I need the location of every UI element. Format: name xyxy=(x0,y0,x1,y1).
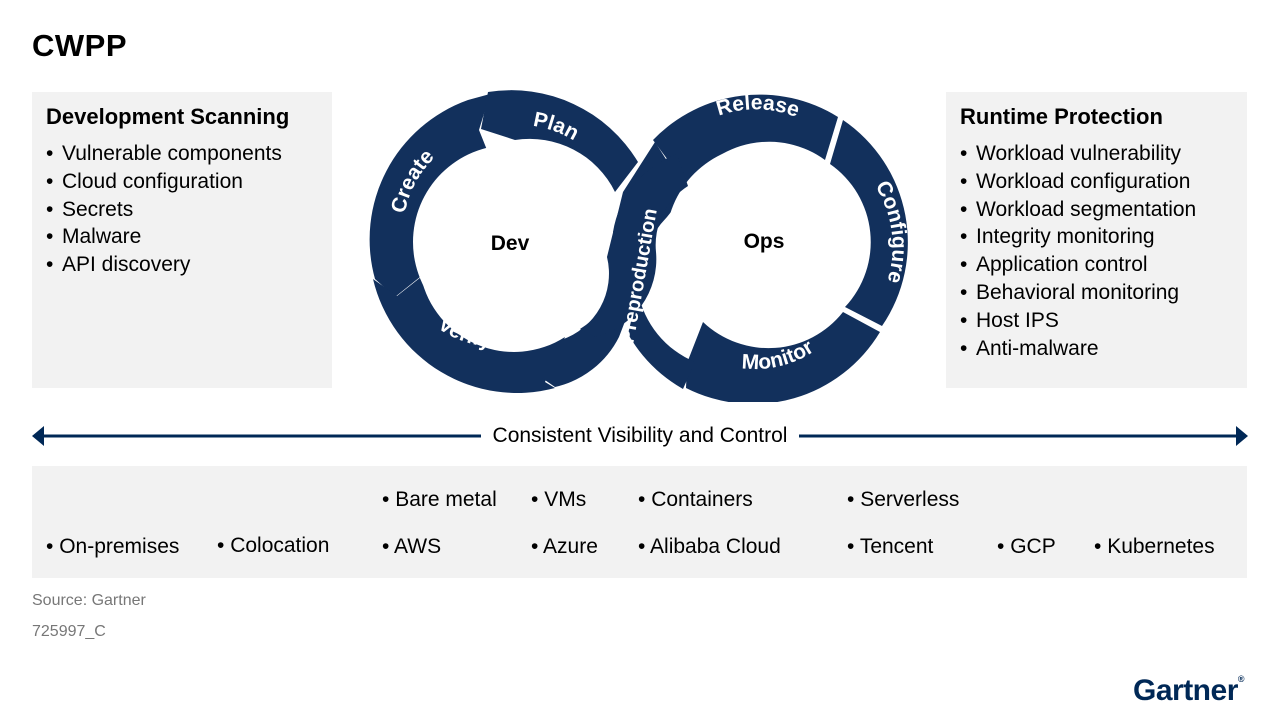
list-item: Workload configuration xyxy=(960,168,1233,196)
release-segment xyxy=(653,94,838,187)
list-item: Secrets xyxy=(46,196,318,224)
list-item: Cloud configuration xyxy=(46,168,318,196)
env-on-premises: On-premises xyxy=(46,534,179,560)
list-item: Malware xyxy=(46,223,318,251)
list-item: API discovery xyxy=(46,251,318,279)
gartner-logo-text: Gartner xyxy=(1133,674,1238,707)
monitor-segment xyxy=(686,312,880,402)
list-item: Integrity monitoring xyxy=(960,223,1233,251)
env-serverless: Serverless xyxy=(847,487,959,513)
env-tencent: Tencent xyxy=(847,534,934,560)
list-item: Workload vulnerability xyxy=(960,140,1233,168)
env-gcp: GCP xyxy=(997,534,1056,560)
env-aws: AWS xyxy=(382,534,441,560)
development-scanning-panel: Development Scanning Vulnerable componen… xyxy=(32,92,332,388)
ops-inner-circle xyxy=(666,145,860,339)
env-colocation: Colocation xyxy=(217,533,329,559)
env-kubernetes: Kubernetes xyxy=(1094,534,1214,560)
list-item: Workload segmentation xyxy=(960,196,1233,224)
list-item: Anti-malware xyxy=(960,335,1233,363)
env-alibaba-cloud: Alibaba Cloud xyxy=(638,534,781,560)
development-scanning-list: Vulnerable components Cloud configuratio… xyxy=(46,140,318,279)
development-scanning-heading: Development Scanning xyxy=(46,104,290,129)
env-containers: Containers xyxy=(638,487,753,513)
deployment-environments-panel: On-premises Colocation Bare metal AWS VM… xyxy=(32,466,1247,578)
visibility-arrow: Consistent Visibility and Control xyxy=(32,420,1248,452)
list-item: Application control xyxy=(960,251,1233,279)
runtime-protection-panel: Runtime Protection Workload vulnerabilit… xyxy=(946,92,1247,388)
env-bare-metal: Bare metal xyxy=(382,487,497,513)
dev-inner-circle xyxy=(413,145,607,339)
env-azure: Azure xyxy=(531,534,598,560)
list-item: Host IPS xyxy=(960,307,1233,335)
devops-cycle-diagram: Create Plan Verify Preproduction Release… xyxy=(369,90,911,402)
list-item: Behavioral monitoring xyxy=(960,279,1233,307)
list-item: Vulnerable components xyxy=(46,140,318,168)
env-vms: VMs xyxy=(531,487,586,513)
page-title: CWPP xyxy=(32,28,127,63)
preproduction-crossing xyxy=(580,154,688,337)
gartner-logo: Gartner® xyxy=(1133,674,1245,708)
ops-return-segment xyxy=(628,292,695,389)
plan-segment xyxy=(481,90,638,192)
registered-mark: ® xyxy=(1237,674,1245,684)
runtime-protection-list: Workload vulnerability Workload configur… xyxy=(960,140,1233,362)
visibility-label: Consistent Visibility and Control xyxy=(480,424,800,447)
configure-segment xyxy=(830,120,908,326)
runtime-protection-heading: Runtime Protection xyxy=(960,104,1163,129)
document-code: 725997_C xyxy=(32,623,106,640)
source-note: Source: Gartner xyxy=(32,592,146,609)
ops-label: Ops xyxy=(744,230,785,253)
verify-segment xyxy=(373,277,565,393)
dev-label: Dev xyxy=(491,232,530,255)
